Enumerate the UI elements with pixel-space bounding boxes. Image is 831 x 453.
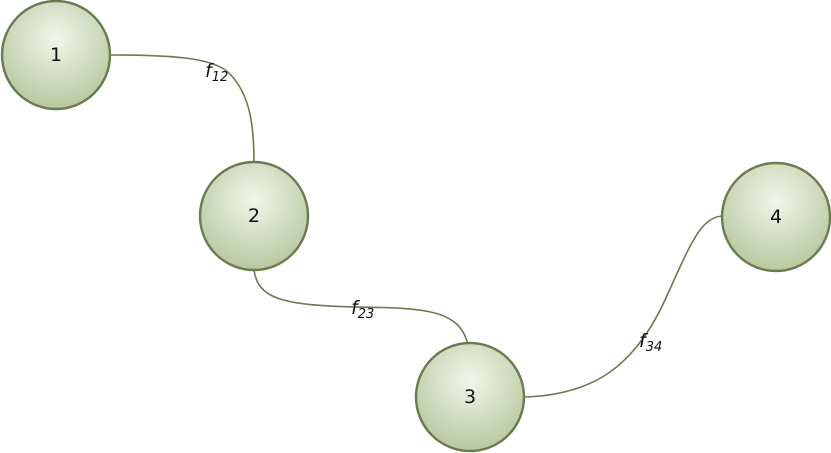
node-3[interactable]: 3 (414, 341, 526, 453)
node-2-circle[interactable] (198, 160, 310, 272)
node-4-circle[interactable] (720, 161, 831, 273)
node-1[interactable]: 1 (0, 0, 112, 111)
edge-label-f23: f23 (351, 297, 374, 322)
node-2[interactable]: 2 (198, 160, 310, 272)
node-3-label: 3 (464, 386, 476, 408)
node-1-circle[interactable] (0, 0, 112, 111)
node-3-circle[interactable] (414, 341, 526, 453)
edge-label-f34: f34 (639, 330, 662, 355)
edge-3-4 (523, 215, 723, 398)
edge-label-f12: f12 (205, 60, 228, 85)
edge-2-3 (253, 269, 469, 346)
edge-1-2 (109, 54, 255, 164)
edges (109, 54, 723, 398)
node-4-label: 4 (770, 206, 782, 228)
node-1-label: 1 (50, 44, 62, 66)
node-4[interactable]: 4 (720, 161, 831, 273)
node-2-label: 2 (248, 205, 260, 227)
edge-labels: f12 f23 f34 (205, 60, 662, 355)
